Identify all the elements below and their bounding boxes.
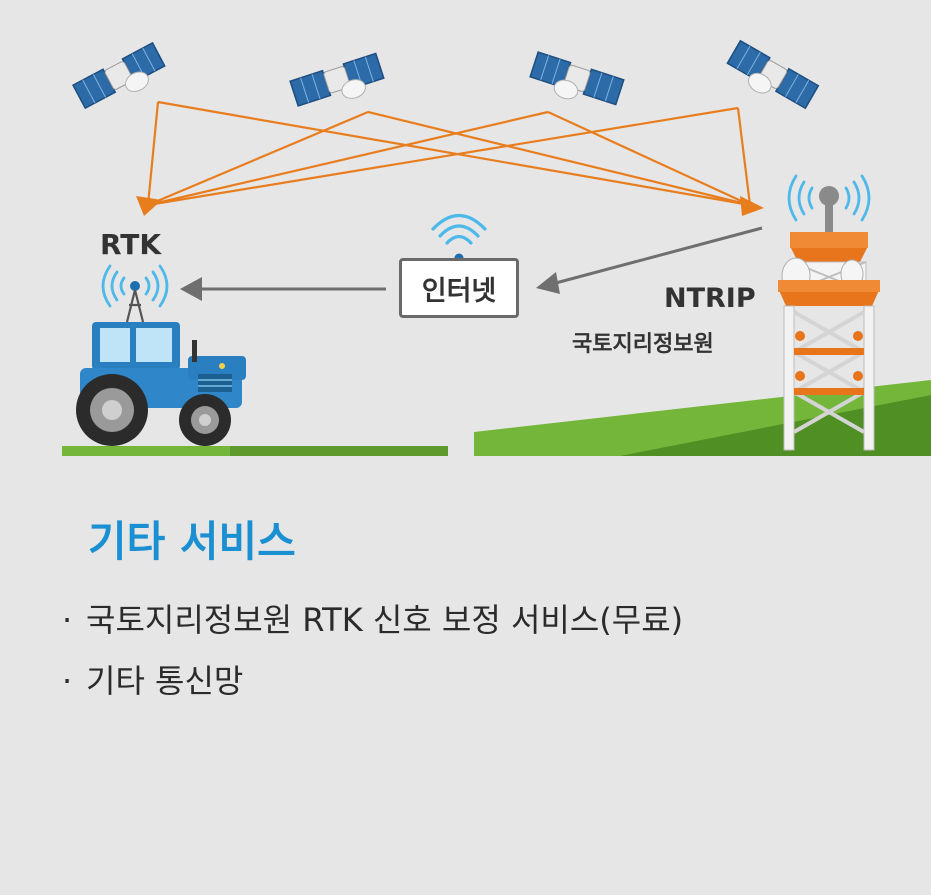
bullet-marker: ·: [62, 662, 73, 700]
bullet-item: · 기타 통신망: [62, 656, 243, 702]
internet-label: 인터넷: [421, 275, 497, 307]
internet-box: 인터넷: [399, 258, 519, 318]
satellite-icon: [72, 41, 166, 110]
bullet-text: 기타 통신망: [86, 662, 244, 700]
bullet-marker: ·: [62, 601, 73, 639]
bullet-text: 국토지리정보원 RTK 신호 보정 서비스(무료): [86, 601, 684, 639]
satellite-icon: [529, 51, 625, 106]
ground: [62, 380, 931, 456]
rtk-label: RTK: [100, 228, 162, 261]
tower-icon: [778, 174, 880, 451]
satellite-icon: [726, 39, 820, 110]
satellite-icon: [289, 52, 385, 107]
arrow-to-rtk: [180, 277, 202, 301]
arrow-to-internet: [536, 272, 560, 294]
antenna-icon: [101, 264, 169, 323]
satellite-signal-lines: [146, 100, 752, 207]
tractor-icon: [76, 322, 246, 446]
wifi-icon: [431, 214, 487, 245]
data-flow-arrows: [180, 226, 763, 301]
signal-arrowhead-rtk: [136, 196, 162, 216]
bullet-item: · 국토지리정보원 RTK 신호 보정 서비스(무료): [62, 595, 683, 641]
ngii-label: 국토지리정보원: [572, 332, 714, 357]
ntrip-label: NTRIP: [664, 283, 756, 314]
section-title: 기타 서비스: [88, 517, 296, 566]
signal-arrowhead-ntrip: [740, 196, 764, 216]
